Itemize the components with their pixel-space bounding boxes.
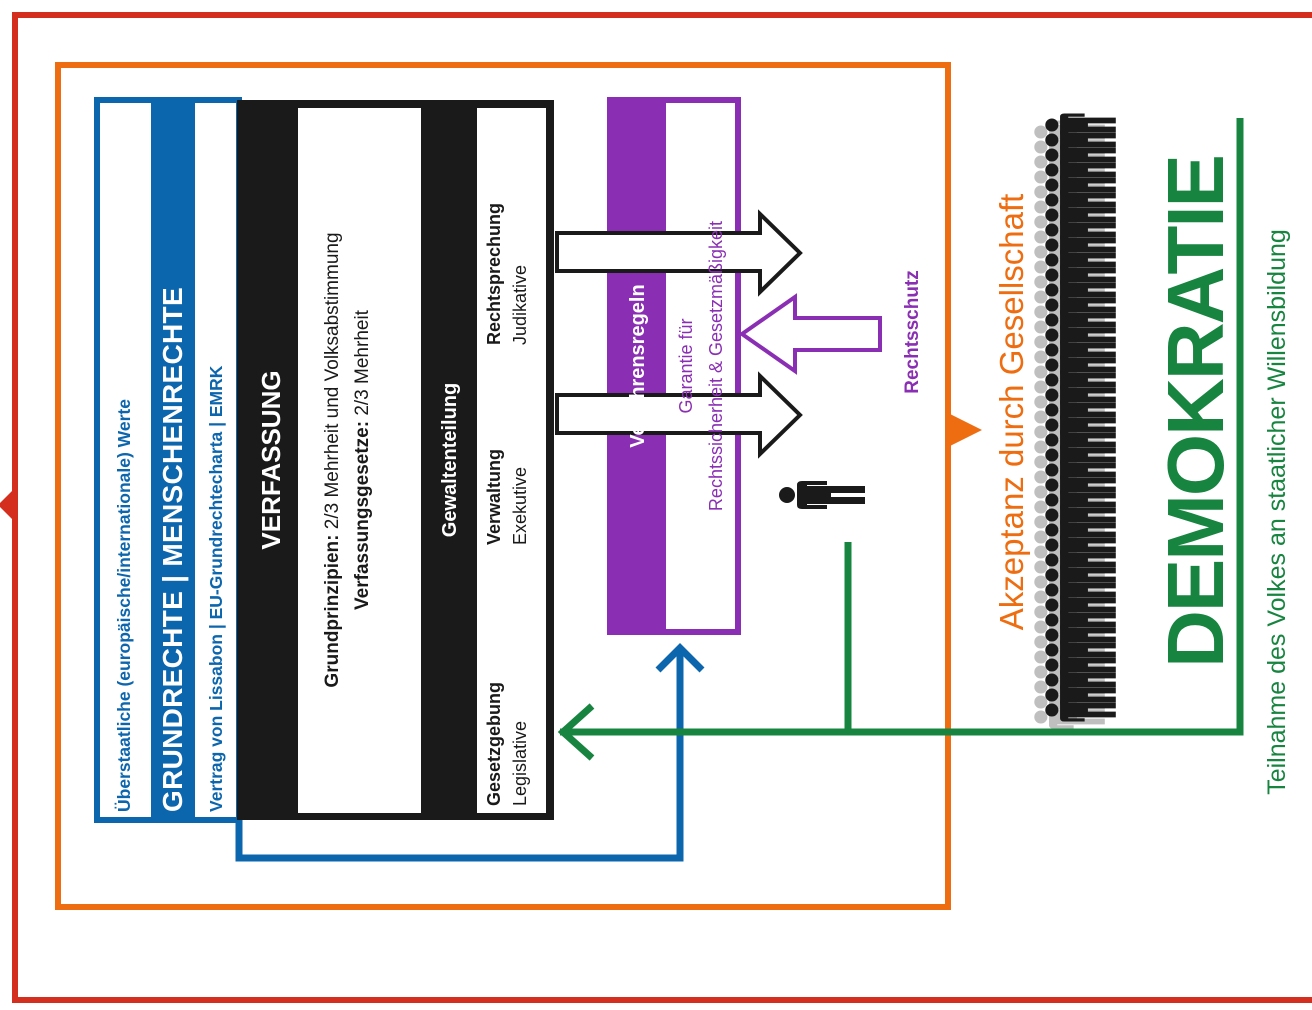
individual-person-icon: [779, 481, 865, 509]
acceptance-label: Akzeptanz durch Gesellschaft: [985, 112, 1039, 712]
orange-frame-arrow: [948, 413, 982, 447]
power-executive: Verwaltung Exekutive: [481, 385, 543, 545]
participation-label: Teilnahme des Volkes an staatlicher Will…: [1254, 102, 1300, 922]
red-frame-arrow: [0, 488, 15, 522]
laws-text: 2/3 Mehrheit: [352, 310, 373, 421]
power-judicative: Rechtsprechung Judikative: [481, 115, 543, 345]
constitution-title: VERFASSUNG: [245, 108, 297, 812]
principles-label: Grundprinzipien:: [322, 535, 343, 688]
power-legislative: Gesetzgebung Legislative: [481, 576, 543, 806]
principles-text: 2/3 Mehrheit und Volksabstimmung: [322, 232, 343, 534]
laws-label: Verfassungsgesetze:: [352, 421, 373, 610]
power-legislative-name: Gesetzgebung: [481, 576, 507, 806]
democracy-title: DEMOKRATIE: [1155, 102, 1237, 722]
power-legislative-sub: Legislative: [507, 576, 533, 806]
crowd-people-group: [1034, 114, 1116, 729]
procedure-guarantee-line1: Garantie für: [671, 104, 701, 628]
power-executive-name: Verwaltung: [481, 385, 507, 545]
rights-treaties-text: Vertrag von Lissabon | EU-Grundrechtecha…: [196, 108, 236, 812]
principles-block: Grundprinzipien: 2/3 Mehrheit und Volksa…: [318, 108, 408, 812]
legal-protection-label: Rechtsschutz: [895, 232, 931, 432]
rights-values-text: Überstaatliche (europäische/internationa…: [104, 108, 144, 812]
procedure-title: Verfahrensregeln: [612, 104, 664, 628]
power-executive-sub: Exekutive: [507, 385, 533, 545]
power-judicative-sub: Judikative: [507, 115, 533, 345]
power-judicative-name: Rechtsprechung: [481, 115, 507, 345]
rights-title-text: GRUNDRECHTE | MENSCHENRECHTE: [151, 108, 195, 812]
legal-protection-arrow: [742, 297, 880, 371]
procedure-guarantee-line2: Rechtssicherheit & Gesetzmäßigkeit: [701, 104, 731, 628]
procedure-guarantee: Garantie für Rechtssicherheit & Gesetzmä…: [668, 104, 737, 628]
separation-title: Gewaltenteilung: [425, 108, 475, 812]
